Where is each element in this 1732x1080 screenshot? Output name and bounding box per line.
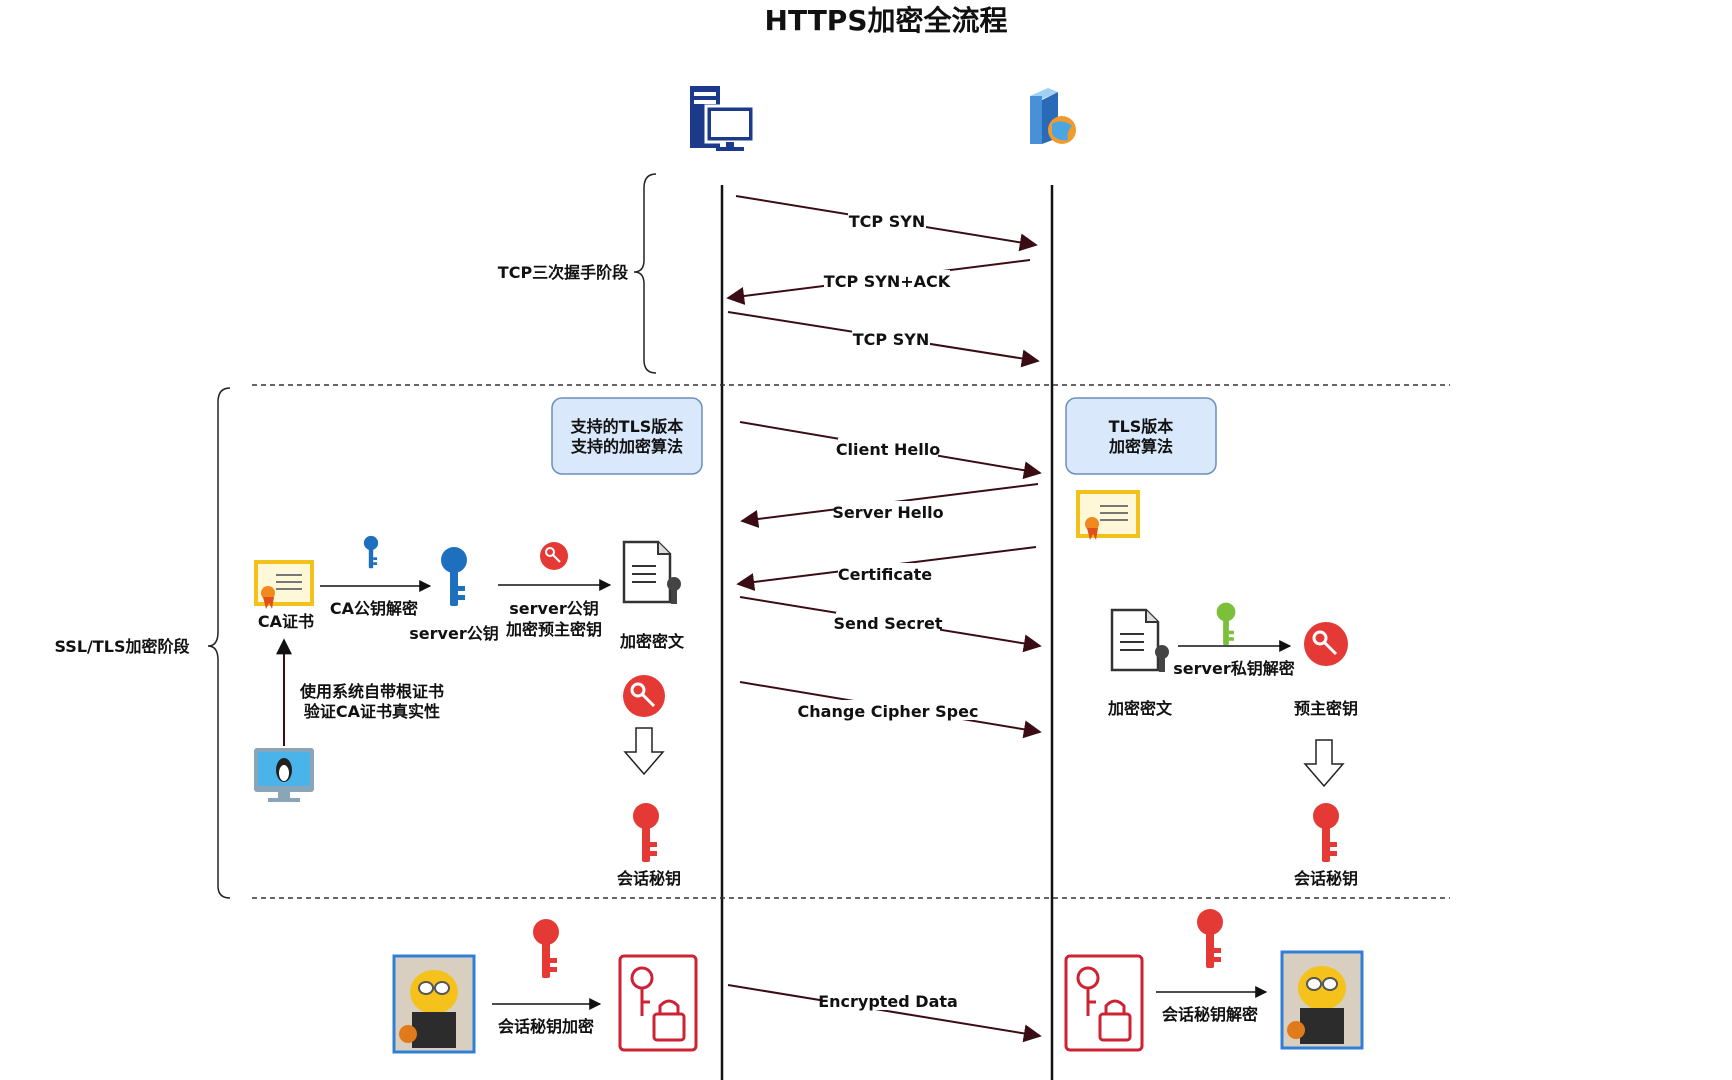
locked-document-icon xyxy=(618,954,698,1052)
server-globe-icon xyxy=(1030,88,1076,144)
msg-label-certificate: Certificate xyxy=(838,565,932,584)
server-cipher-label: 加密算法 xyxy=(1108,437,1173,456)
session-encrypt-label: 会话秘钥加密 xyxy=(498,1017,594,1036)
msg-label-tcp-syn-2: TCP SYN xyxy=(853,330,929,349)
msg-label-encrypted-data: Encrypted Data xyxy=(818,992,958,1011)
session-decrypt-label: 会话秘钥解密 xyxy=(1162,1005,1258,1024)
red-key-badge-icon xyxy=(1304,622,1348,666)
pubkey-encrypt-label-2: 加密预主密钥 xyxy=(505,620,602,639)
down-arrow-icon xyxy=(623,727,665,776)
client-cipher-label: 支持的加密算法 xyxy=(570,437,683,456)
client-hello-box: 支持的TLS版本 支持的加密算法 xyxy=(551,397,703,475)
encrypted-document-icon xyxy=(622,540,681,604)
msg-label-send-secret: Send Secret xyxy=(833,614,942,633)
pubkey-encrypt-label-1: server公钥 xyxy=(509,599,598,618)
server-cipher-text-label: 加密密文 xyxy=(1107,699,1173,718)
msg-label-client-hello: Client Hello xyxy=(836,440,940,459)
red-key-badge-icon xyxy=(623,675,665,717)
server-tls-version-label: TLS版本 xyxy=(1109,417,1174,436)
user-avatar-photo xyxy=(392,954,476,1054)
page-title: HTTPS加密全流程 xyxy=(765,4,1008,37)
blue-key-icon xyxy=(363,535,379,569)
message-labels: TCP SYN TCP SYN+ACK TCP SYN Client Hello… xyxy=(798,210,979,1011)
session-key-icon xyxy=(533,919,559,978)
root-verify-label-2: 验证CA证书真实性 xyxy=(304,702,440,721)
user-avatar-photo xyxy=(1280,950,1364,1050)
client-cipher-text-label: 加密密文 xyxy=(619,632,685,651)
tls-phase-label: SSL/TLS加密阶段 xyxy=(54,637,190,656)
msg-label-tcp-syn-ack: TCP SYN+ACK xyxy=(824,272,951,291)
session-key-icon xyxy=(1313,803,1339,862)
linux-computer-icon xyxy=(254,748,314,802)
ca-decrypt-label: CA公钥解密 xyxy=(330,599,418,618)
client-session-key-label: 会话秘钥 xyxy=(617,869,681,888)
tcp-phase-brace xyxy=(633,173,657,374)
msg-label-server-hello: Server Hello xyxy=(832,503,943,522)
tcp-phase-label: TCP三次握手阶段 xyxy=(498,263,629,282)
server-pubkey-label: server公钥 xyxy=(409,624,498,643)
encrypted-document-icon xyxy=(1110,608,1169,672)
session-key-icon xyxy=(633,803,659,862)
down-arrow-icon xyxy=(1303,739,1345,788)
client-tls-version-label: 支持的TLS版本 xyxy=(570,417,684,436)
certificate-icon xyxy=(1076,490,1140,540)
server-session-key-label: 会话秘钥 xyxy=(1294,869,1358,888)
green-key-icon xyxy=(1216,602,1236,646)
root-verify-label-1: 使用系统自带根证书 xyxy=(299,682,444,701)
ca-cert-label: CA证书 xyxy=(258,612,314,631)
msg-arrow-encrypted-data xyxy=(727,984,1042,1043)
private-decrypt-label: server私钥解密 xyxy=(1173,659,1294,678)
premaster-key-label: 预主密钥 xyxy=(1294,699,1358,718)
server-hello-box: TLS版本 加密算法 xyxy=(1065,397,1217,475)
desktop-computer-icon xyxy=(690,86,756,151)
red-key-badge-icon xyxy=(540,542,568,570)
session-key-icon xyxy=(1197,909,1223,968)
msg-label-change-cipher-spec: Change Cipher Spec xyxy=(798,702,979,721)
tls-phase-brace xyxy=(207,387,231,899)
ca-certificate-icon xyxy=(254,560,314,609)
msg-label-tcp-syn-1: TCP SYN xyxy=(849,212,925,231)
blue-key-icon xyxy=(441,547,467,606)
locked-document-icon xyxy=(1064,954,1144,1052)
